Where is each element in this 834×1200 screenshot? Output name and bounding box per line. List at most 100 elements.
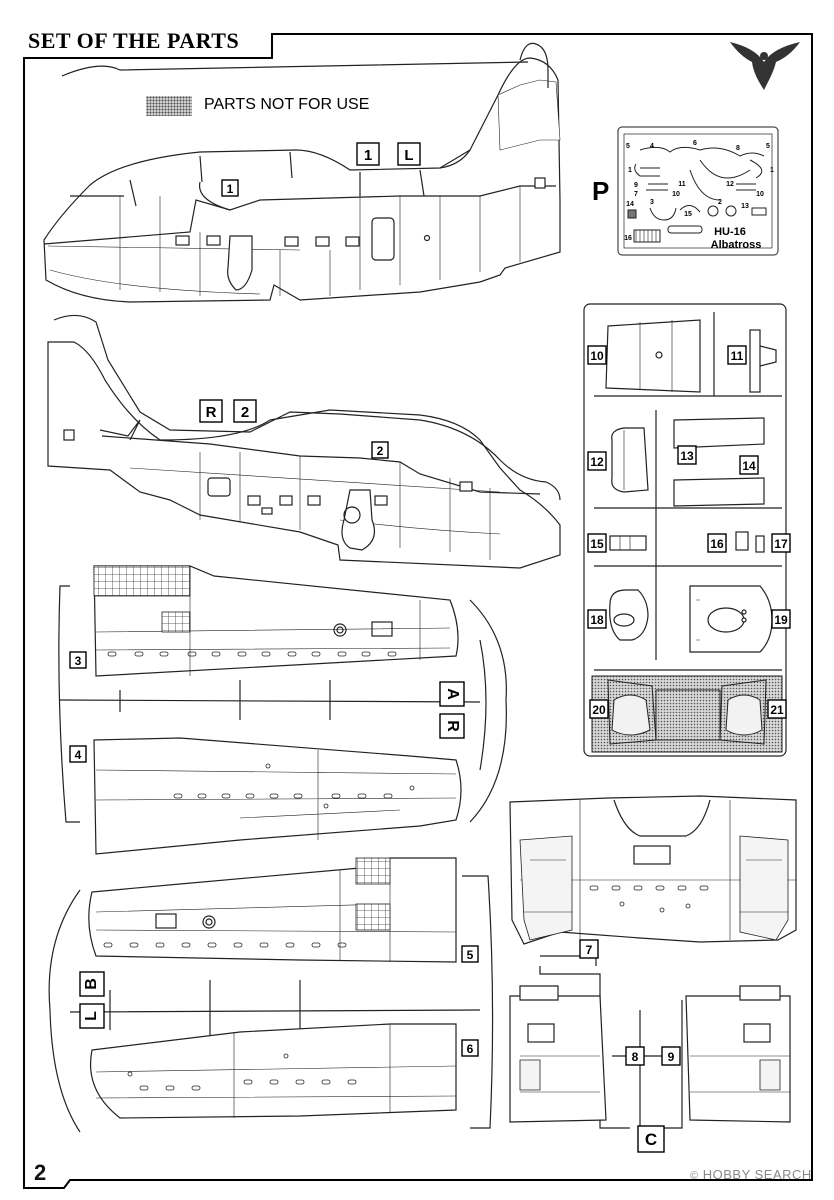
part-label-box — [356, 142, 380, 166]
part-number-13: 13 — [680, 449, 694, 463]
part-label-box — [579, 939, 599, 959]
part-number-21: 21 — [770, 703, 784, 717]
sprue-letter-b: B — [83, 978, 100, 990]
pe-number: 1 — [770, 167, 774, 174]
part-callout-2: 2 — [377, 444, 384, 458]
eagle-logo-icon — [730, 42, 800, 90]
part-label-box — [661, 1046, 681, 1066]
wing-center-part-7 — [509, 795, 797, 945]
part-number-4: 4 — [75, 748, 82, 762]
photo-etch-labels: P HU-16 Albatross 5 4 6 8 5 1 1 9 7 10 1… — [592, 140, 774, 251]
pe-number: 12 — [726, 181, 734, 188]
part-label-box — [707, 533, 727, 553]
pe-number: 11 — [678, 181, 686, 188]
part-number-3: 3 — [75, 654, 82, 668]
side-letter-l: L — [404, 147, 413, 164]
part-number-2: 2 — [241, 404, 249, 421]
watermark: © HOBBY SEARCH — [690, 1167, 812, 1182]
pe-number: 10 — [756, 191, 764, 198]
part-label-box — [233, 399, 257, 423]
fuselage-left-callouts: 1 1 L — [221, 142, 421, 197]
sprue-letter-box — [439, 681, 465, 707]
sprue-letter-box — [439, 713, 465, 739]
pe-number: 9 — [634, 182, 638, 189]
pe-number: 4 — [650, 143, 654, 150]
side-letter-l-sprue: L — [83, 1011, 100, 1021]
wing-part-5 — [88, 857, 457, 963]
wing-part-3 — [93, 565, 459, 677]
sprue-d-frame — [583, 303, 787, 757]
pe-number: 6 — [693, 140, 697, 147]
pe-number: 2 — [718, 199, 722, 206]
sprue-d-parts — [605, 319, 777, 653]
pe-number: 1 — [628, 167, 632, 174]
pe-number: 15 — [684, 211, 692, 218]
part-label-box — [221, 179, 239, 197]
part-label-box — [461, 1039, 479, 1057]
part-label-box — [739, 455, 759, 475]
sprue-letter-box — [79, 1003, 105, 1029]
engine-nacelle-part-9 — [685, 985, 791, 1123]
pe-number: 5 — [766, 143, 770, 150]
photo-etch-label-name: Albatross — [711, 239, 762, 251]
sprue-a-frame — [58, 585, 507, 823]
part-label-box — [587, 609, 607, 629]
part-label-box — [587, 533, 607, 553]
part-label-box — [589, 699, 609, 719]
part-label-box — [587, 345, 607, 365]
part-number-10: 10 — [590, 349, 604, 363]
sprue-d-labels: 10 11 12 13 14 15 16 17 18 19 20 21 — [587, 345, 791, 719]
part-label-box — [727, 345, 747, 365]
part-label-box — [771, 533, 791, 553]
page-title: SET OF THE PARTS — [28, 28, 240, 53]
part-number-6: 6 — [467, 1042, 474, 1056]
sprue-letter-p: P — [592, 176, 609, 206]
part-number-15: 15 — [590, 537, 604, 551]
part-label-box — [587, 451, 607, 471]
side-letter-r-sprue: R — [444, 720, 461, 732]
part-label-box — [371, 441, 389, 459]
part-number-14: 14 — [742, 459, 756, 473]
pe-number: 10 — [672, 191, 680, 198]
pe-number: 16 — [624, 235, 632, 242]
sprue-d-shaded-parts — [591, 675, 783, 753]
wing-part-4 — [93, 737, 462, 855]
part-label-box — [397, 142, 421, 166]
part-label-box — [677, 445, 697, 465]
part-label-box — [461, 945, 479, 963]
part-number-16: 16 — [710, 537, 724, 551]
fuselage-right-half — [47, 314, 561, 569]
sprue-letter-a: A — [444, 688, 461, 700]
part-number-7: 7 — [586, 943, 593, 957]
part-label-box — [199, 399, 223, 423]
pe-number: 13 — [741, 203, 749, 210]
engine-nacelle-part-8 — [509, 985, 607, 1123]
sprue-letter-box — [637, 1125, 665, 1153]
sprue-letter-box — [79, 971, 105, 997]
pe-number: 7 — [634, 191, 638, 198]
page-number: 2 — [34, 1160, 47, 1185]
part-number-18: 18 — [590, 613, 604, 627]
watermark-copyright-icon: © — [690, 1170, 699, 1182]
photo-etch-fret — [617, 126, 779, 256]
sprue-c-labels: 7 8 9 C — [579, 939, 681, 1153]
part-callout-1: 1 — [227, 182, 234, 196]
part-number-5: 5 — [467, 948, 474, 962]
wing-part-6 — [89, 1023, 457, 1119]
part-label-box — [69, 651, 87, 669]
pe-number: 3 — [650, 199, 654, 206]
fuselage-right-callouts: 2 R 2 — [199, 399, 389, 459]
part-label-box — [771, 609, 791, 629]
watermark-text: HOBBY SEARCH — [702, 1167, 812, 1182]
page-frame — [23, 33, 813, 1189]
not-for-use-swatch — [146, 96, 192, 116]
part-number-17: 17 — [774, 537, 788, 551]
part-number-20: 20 — [592, 703, 606, 717]
sprue-letter-c: C — [645, 1130, 657, 1149]
pe-number: 5 — [626, 143, 630, 150]
sprue-a-labels: 3 4 A R — [69, 651, 465, 763]
part-number-1: 1 — [364, 147, 372, 164]
pe-number: 14 — [626, 201, 634, 208]
